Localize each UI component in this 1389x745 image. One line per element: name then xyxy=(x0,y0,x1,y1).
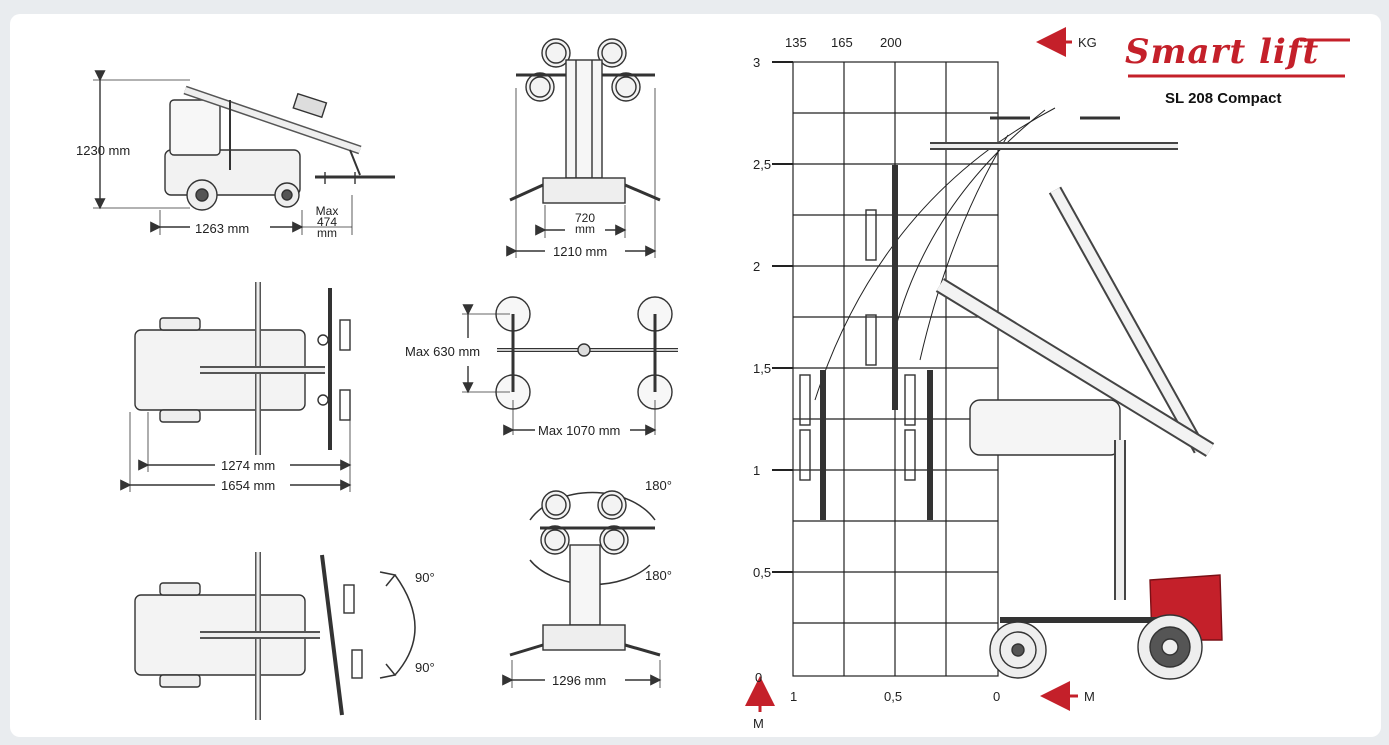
suction-cup-layout xyxy=(462,296,678,436)
tilt-down-label: 90° xyxy=(415,660,435,675)
kg-axis-label: KG xyxy=(1078,35,1097,50)
kg-tick-200: 200 xyxy=(880,35,902,50)
rear-width-label: 1296 mm xyxy=(552,673,607,688)
brand-logo: Smart lift xyxy=(1125,32,1320,72)
y-tick-2: 2 xyxy=(753,259,761,274)
y-tick-1: 1 xyxy=(753,463,761,478)
rotation-bottom-label: 180° xyxy=(645,568,672,583)
axis-arrows xyxy=(745,27,1078,712)
y-tick-0: 0 xyxy=(755,670,763,685)
model-name: SL 208 Compact xyxy=(1165,90,1282,107)
x-tick-0: 0 xyxy=(993,689,1001,704)
front-inner-value: 720 xyxy=(574,211,596,225)
x-tick-1: 1 xyxy=(790,689,798,704)
m-axis-label-x: M xyxy=(1084,689,1095,704)
front-outer-label: 1210 mm xyxy=(553,244,608,259)
y-tick-3: 3 xyxy=(753,55,761,70)
y-tick-2-5: 2,5 xyxy=(753,157,772,172)
overhang-label: Max 474 mm xyxy=(310,204,344,240)
y-tick-1-5: 1,5 xyxy=(753,361,772,376)
tilt-up-label: 90° xyxy=(415,570,435,585)
load-chart-grid xyxy=(772,61,1056,677)
top-view-drawing xyxy=(120,282,352,492)
rotation-view-drawing xyxy=(502,490,662,688)
front-inner-label: 720 mm xyxy=(565,211,605,236)
top-length-inner-label: 1274 mm xyxy=(221,458,276,473)
top-length-outer-label: 1654 mm xyxy=(221,478,276,493)
overhang-unit: mm xyxy=(317,226,337,240)
front-inner-unit: mm xyxy=(575,222,595,236)
rotation-top-label: 180° xyxy=(645,478,672,493)
lift-illustration xyxy=(799,116,1223,680)
y-tick-0-5: 0,5 xyxy=(753,565,772,580)
height-label: 1230 mm xyxy=(76,143,131,158)
front-view-drawing xyxy=(506,38,661,258)
x-tick-0-5: 0,5 xyxy=(884,689,903,704)
tilt-view-drawing xyxy=(134,552,416,720)
overhang-max: Max xyxy=(315,204,339,218)
cup-spacing-vertical-label: Max 630 mm xyxy=(405,344,481,359)
m-axis-label-y: M xyxy=(753,716,764,731)
side-view-drawing xyxy=(93,70,395,235)
overhang-value: 474 xyxy=(316,215,338,229)
side-length-label: 1263 mm xyxy=(195,221,250,236)
kg-tick-135: 135 xyxy=(785,35,807,50)
cup-spacing-horizontal-label: Max 1070 mm xyxy=(538,423,621,438)
kg-tick-165: 165 xyxy=(831,35,853,50)
